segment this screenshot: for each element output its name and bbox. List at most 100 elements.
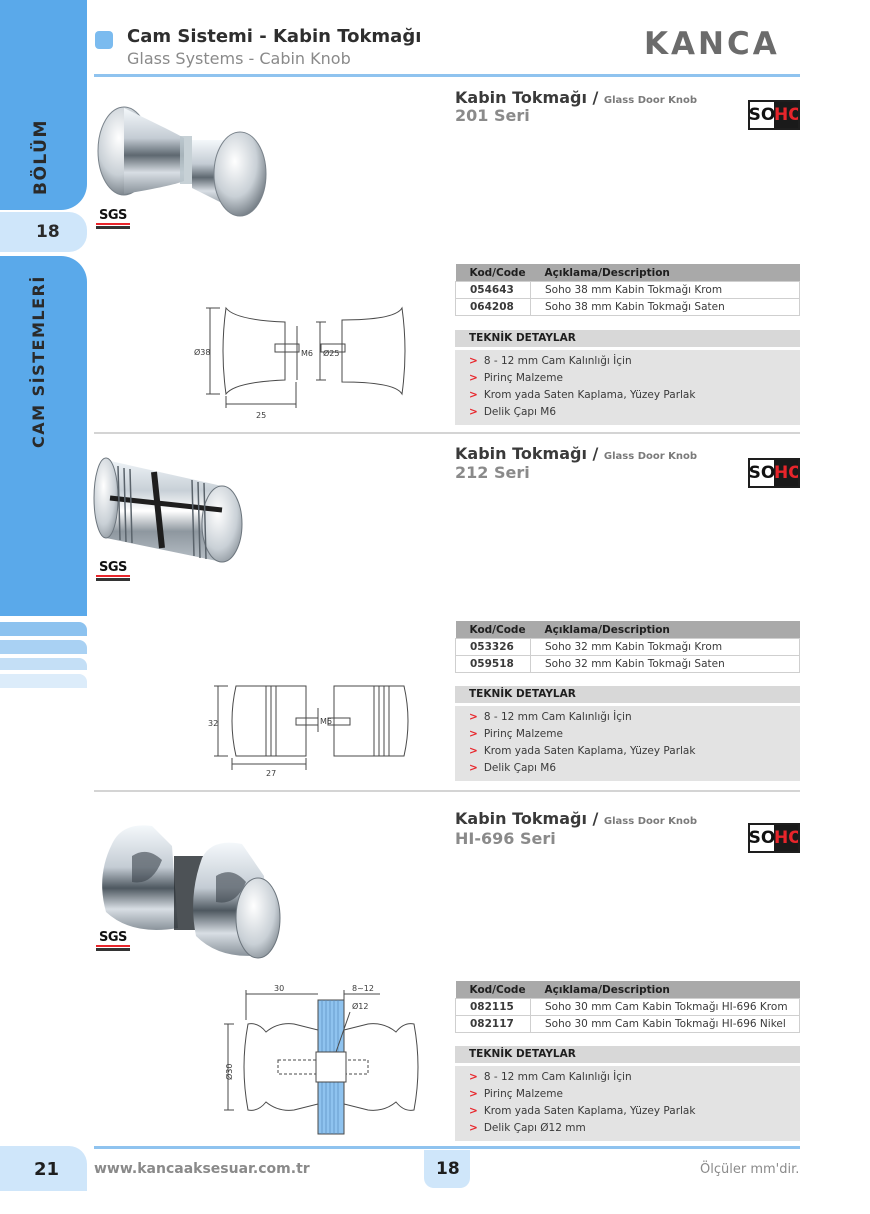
- detail-text: Delik Çapı Ø12 mm: [483, 1122, 586, 1134]
- tech-details-title: TEKNİK DETAYLAR: [455, 330, 800, 350]
- sgs-cert-badge: SGS: [96, 560, 132, 582]
- detail-text: Pirinç Malzeme: [483, 1088, 563, 1100]
- technical-drawing-hi696: 30 8~12 Ø12 Ø30: [224, 984, 419, 1135]
- section-divider: [94, 432, 800, 434]
- product-title-tr: Kabin Tokmağı /: [455, 444, 599, 463]
- product-photo-212: [93, 457, 243, 563]
- soho-logo-so: SO: [750, 825, 775, 851]
- sgs-cert-badge: SGS: [96, 208, 132, 230]
- soho-logo: SO HO: [748, 458, 800, 488]
- section-number: 18: [36, 222, 60, 242]
- table-header-row: Kod/Code Açıklama/Description: [455, 981, 800, 999]
- header-code: Kod/Code: [455, 264, 531, 282]
- arrow-icon: >: [469, 372, 478, 384]
- technical-drawing-212: 32 M6 27: [208, 685, 409, 778]
- soho-logo: SO HO: [748, 823, 800, 853]
- website-link[interactable]: www.kancaaksesuar.com.tr: [94, 1161, 310, 1177]
- list-item: >Krom yada Saten Kaplama, Yüzey Parlak: [469, 743, 800, 760]
- product-series: 212 Seri: [455, 463, 530, 482]
- product-series: 201 Seri: [455, 106, 530, 125]
- footer-page-tab: [0, 1146, 87, 1191]
- list-item: > Delik Çapı Ø12 mm: [469, 1120, 800, 1137]
- product-description: Soho 30 mm Cam Kabin Tokmağı HI-696 Nike…: [530, 1015, 800, 1033]
- list-item: >8 - 12 mm Cam Kalınlığı İçin: [469, 709, 800, 726]
- detail-text: Krom yada Saten Kaplama, Yüzey Parlak: [483, 1105, 696, 1117]
- detail-text: 8 - 12 mm Cam Kalınlığı İçin: [483, 1071, 632, 1083]
- product-title-212: Kabin Tokmağı / Glass Door Knob: [455, 444, 697, 463]
- arrow-icon: >: [469, 762, 478, 774]
- sgs-label: SGS: [99, 208, 127, 223]
- sgs-label: SGS: [99, 560, 127, 575]
- soho-logo-ho: HO: [774, 460, 798, 486]
- soho-logo-ho: HO: [774, 102, 798, 128]
- tech-details: TEKNİK DETAYLAR >8 - 12 mm Cam Kalınlığı…: [455, 686, 800, 781]
- detail-text: Pirinç Malzeme: [483, 728, 563, 740]
- product-photo-hi696: [102, 825, 281, 959]
- list-item: > Krom yada Saten Kaplama, Yüzey Parlak: [469, 1103, 800, 1120]
- product-code-table: Kod/Code Açıklama/Description 082115 Soh…: [455, 981, 800, 1033]
- sidebar-stripe: [0, 640, 87, 654]
- arrow-icon: >: [469, 1105, 478, 1117]
- soho-logo-so: SO: [750, 102, 775, 128]
- product-code: 082117: [455, 1015, 531, 1033]
- product-title-tr: Kabin Tokmağı /: [455, 809, 599, 828]
- table-header-row: Kod/Code Açıklama/Description: [455, 264, 800, 282]
- dimension-label: 32: [208, 719, 218, 728]
- footer-note: Ölçüler mm'dir.: [700, 1162, 800, 1177]
- product-title-201: Kabin Tokmağı / Glass Door Knob: [455, 88, 697, 107]
- section-divider: [94, 790, 800, 792]
- list-item: >8 - 12 mm Cam Kalınlığı İçin: [469, 353, 800, 370]
- product-code: 082115: [455, 998, 531, 1016]
- dimension-label: M6: [320, 717, 332, 726]
- list-item: > Pirinç Malzeme: [469, 370, 800, 387]
- product-description: Soho 38 mm Kabin Tokmağı Krom: [530, 281, 800, 299]
- header-square-icon: [95, 31, 113, 49]
- section-number-tab: [0, 212, 87, 252]
- product-description: Soho 32 mm Kabin Tokmağı Krom: [530, 638, 800, 656]
- table-row: 082115 Soho 30 mm Cam Kabin Tokmağı HI-6…: [455, 998, 800, 1016]
- arrow-icon: >: [469, 406, 478, 418]
- header-code: Kod/Code: [455, 981, 531, 999]
- header-description: Açıklama/Description: [530, 264, 800, 282]
- detail-text: Krom yada Saten Kaplama, Yüzey Parlak: [483, 745, 696, 757]
- dimension-label: 8~12: [352, 984, 374, 993]
- dimension-label: Ø38: [194, 347, 210, 357]
- arrow-icon: >: [469, 389, 478, 401]
- list-item: > Delik Çapı M6: [469, 404, 800, 421]
- product-code: 064208: [455, 298, 531, 316]
- header-divider: [94, 74, 800, 77]
- arrow-icon: >: [469, 1088, 478, 1100]
- detail-text: 8 - 12 mm Cam Kalınlığı İçin: [483, 355, 632, 367]
- section-label: BÖLÜM: [31, 119, 51, 195]
- header-description: Açıklama/Description: [530, 981, 800, 999]
- detail-text: Pirinç Malzeme: [483, 372, 563, 384]
- sidebar-stripe: [0, 658, 87, 670]
- detail-text: 8 - 12 mm Cam Kalınlığı İçin: [483, 711, 632, 723]
- tech-details-title: TEKNİK DETAYLAR: [455, 686, 800, 706]
- product-code-table: Kod/Code Açıklama/Description 053326 Soh…: [455, 621, 800, 673]
- tech-details: TEKNİK DETAYLAR >8 - 12 mm Cam Kalınlığı…: [455, 330, 800, 425]
- table-header-row: Kod/Code Açıklama/Description: [455, 621, 800, 639]
- arrow-icon: >: [469, 1122, 478, 1134]
- tech-details: TEKNİK DETAYLAR >8 - 12 mm Cam Kalınlığı…: [455, 1046, 800, 1141]
- footer-section-tab: [424, 1150, 470, 1188]
- table-row: 082117 Soho 30 mm Cam Kabin Tokmağı HI-6…: [455, 1015, 800, 1033]
- product-code-table: Kod/Code Açıklama/Description 054643 Soh…: [455, 264, 800, 316]
- sidebar-stripe: [0, 674, 87, 688]
- table-row: 053326 Soho 32 mm Kabin Tokmağı Krom: [455, 638, 800, 656]
- header-description: Açıklama/Description: [530, 621, 800, 639]
- arrow-icon: >: [469, 711, 478, 723]
- page-title: Cam Sistemi - Kabin Tokmağı: [127, 26, 422, 47]
- list-item: >8 - 12 mm Cam Kalınlığı İçin: [469, 1069, 800, 1086]
- technical-drawing-201: Ø38 M6 Ø25 25: [194, 306, 406, 420]
- product-code: 059518: [455, 655, 531, 673]
- list-item: > Pirinç Malzeme: [469, 1086, 800, 1103]
- detail-text: Delik Çapı M6: [483, 406, 557, 418]
- product-title-en: Glass Door Knob: [603, 816, 698, 827]
- list-item: >Pirinç Malzeme: [469, 726, 800, 743]
- category-label: CAM SİSTEMLERİ: [29, 275, 48, 448]
- product-description: Soho 38 mm Kabin Tokmağı Saten: [530, 298, 800, 316]
- dimension-label: Ø30: [224, 1064, 234, 1080]
- footer-section-number: 18: [436, 1159, 460, 1179]
- product-title-en: Glass Door Knob: [603, 451, 698, 462]
